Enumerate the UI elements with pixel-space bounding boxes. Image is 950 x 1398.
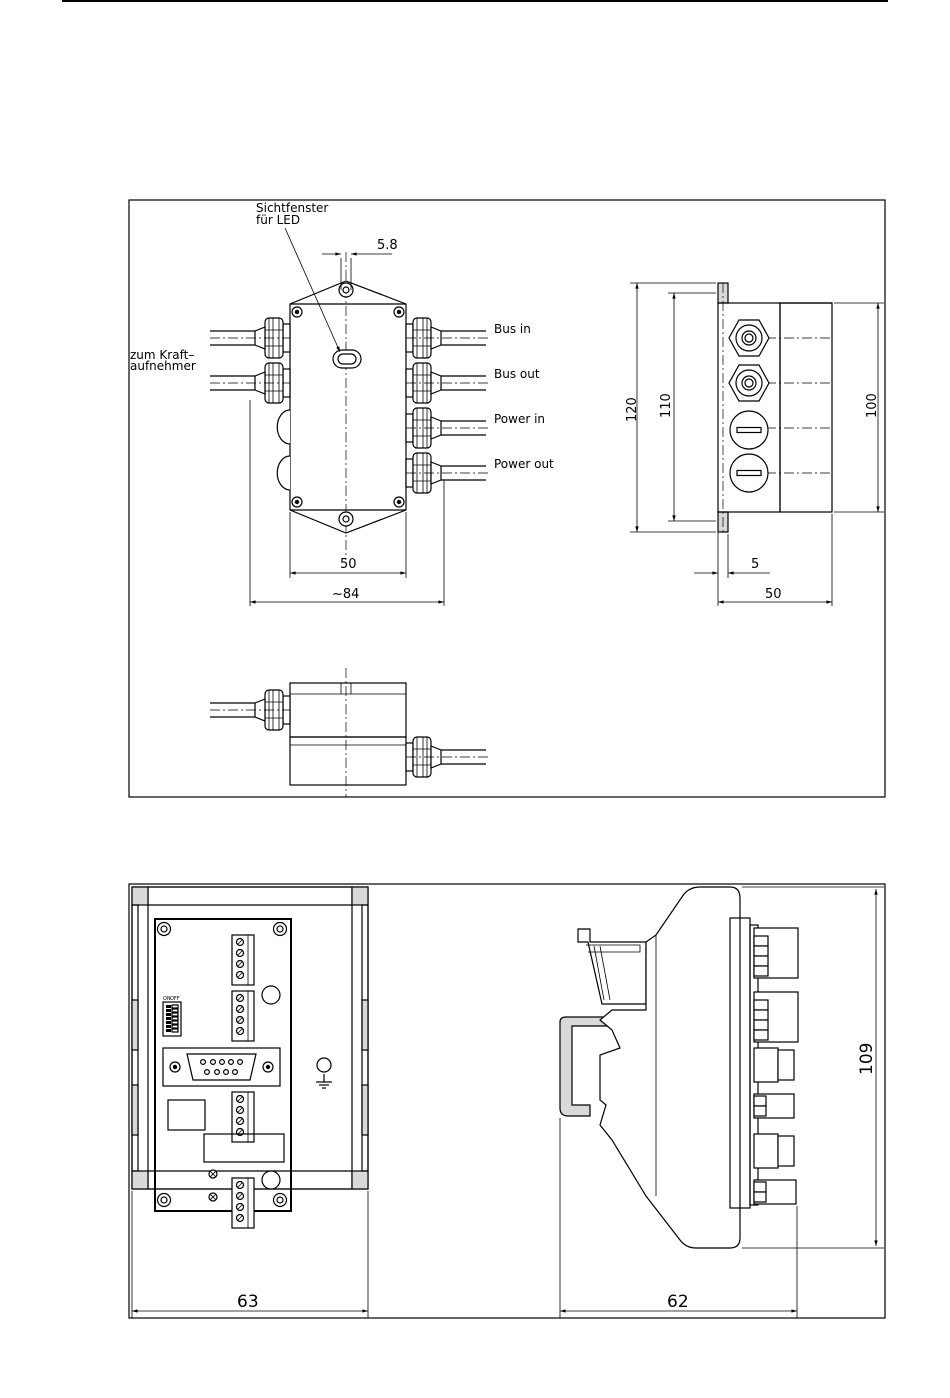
module-side-view [560, 887, 884, 1318]
label-power-in: Power in [494, 412, 545, 426]
led-window-label-2: für LED [256, 213, 300, 227]
dim-height-100: 100 [865, 393, 880, 418]
label-sensor-2: aufnehmer [130, 359, 196, 373]
dim-depth: 50 [765, 587, 782, 602]
front-view [210, 228, 490, 606]
dim-module-height: 109 [857, 1043, 877, 1075]
label-bus-out: Bus out [494, 367, 540, 381]
dip-off-label: OFF [170, 996, 180, 1002]
dim-module-width: 63 [237, 1292, 259, 1312]
dim-flange: 5 [751, 557, 759, 572]
dim-overall-width: ~84 [332, 587, 359, 602]
dim-height-120: 120 [625, 397, 640, 422]
module-front-view [132, 887, 368, 1318]
dim-hole-width: 5.8 [377, 238, 398, 253]
dim-module-depth: 62 [667, 1292, 689, 1312]
label-power-out: Power out [494, 457, 554, 471]
label-bus-in: Bus in [494, 322, 531, 336]
dim-box-width: 50 [340, 557, 357, 572]
dim-height-110: 110 [659, 393, 674, 418]
upper-frame [129, 200, 885, 797]
bottom-view [210, 668, 490, 797]
led-window [333, 350, 361, 368]
